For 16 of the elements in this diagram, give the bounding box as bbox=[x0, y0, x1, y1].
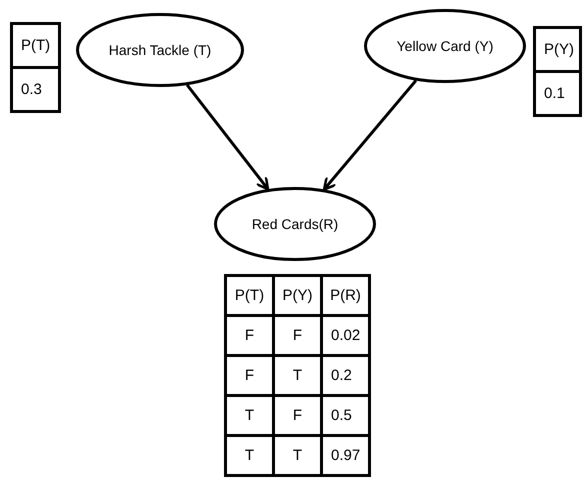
arrow bbox=[186, 84, 270, 190]
node-label: Harsh Tackle (T) bbox=[108, 42, 212, 58]
table-cell: 0.97 bbox=[320, 434, 371, 477]
table-cell: T bbox=[224, 434, 275, 477]
variable-ellipse bbox=[76, 13, 244, 87]
table-cell: 0.1 bbox=[533, 70, 582, 117]
table-cell: P(Y) bbox=[533, 26, 582, 73]
node-label: Red Cards(R) bbox=[252, 216, 338, 232]
variable-ellipse bbox=[364, 9, 526, 83]
table-cell: P(T) bbox=[224, 274, 275, 317]
node-label: Yellow Card (Y) bbox=[396, 38, 494, 54]
table-cell: P(T) bbox=[10, 22, 61, 69]
variable-ellipse bbox=[214, 187, 376, 261]
table-cell: P(R) bbox=[320, 274, 371, 317]
table-cell: 0.3 bbox=[10, 66, 61, 113]
arrow bbox=[322, 80, 418, 191]
